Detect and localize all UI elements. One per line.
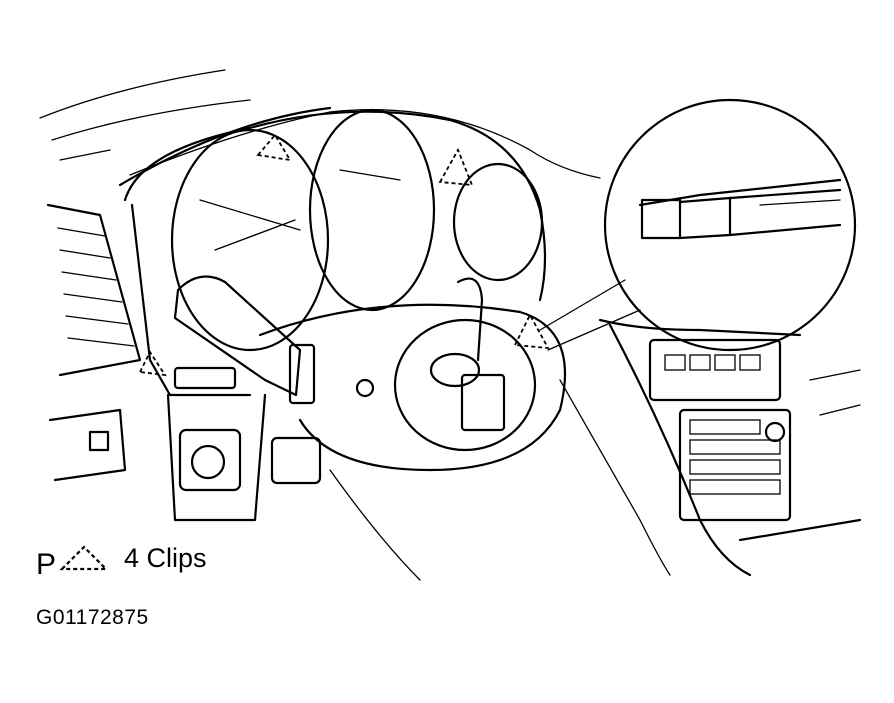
clip-legend: P 4 Clips (36, 538, 207, 582)
figure-id: G01172875 (36, 606, 149, 629)
legend-label: 4 Clips (124, 542, 207, 573)
cluster-housing (123, 108, 547, 397)
combination-switch-stalk (173, 275, 316, 405)
center-console (598, 318, 862, 577)
clip-marker-icon (138, 350, 167, 377)
clip-marker-icon (513, 313, 550, 350)
legend-marker: P (36, 548, 57, 581)
dashed-triangle-clip-icon (59, 545, 109, 571)
clip-marker-icon (256, 133, 292, 162)
detail-magnifier-icon (539, 98, 857, 352)
lower-panel (166, 366, 671, 581)
clip-markers (138, 133, 550, 377)
steering-wheel (258, 277, 567, 472)
left-air-vent (46, 203, 142, 482)
